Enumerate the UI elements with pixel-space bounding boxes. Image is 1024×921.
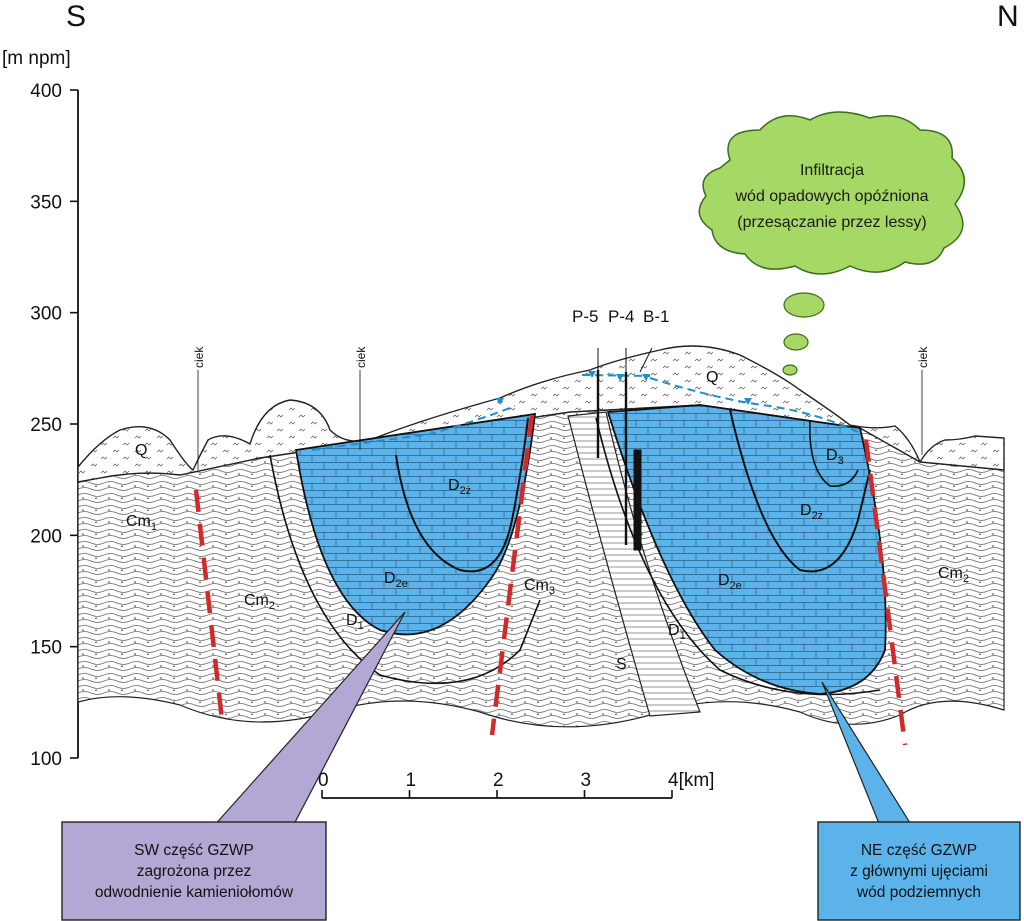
unit-label-q1: Q: [135, 442, 147, 459]
y-axis-unit: [m npm]: [2, 48, 71, 69]
unit-label-cm1: Cm1: [126, 513, 157, 533]
stream-label-3: ciek: [916, 346, 930, 368]
sw-callout-line-1: SW część GZWP: [134, 842, 254, 859]
scale-tick-label: 3: [581, 770, 592, 791]
y-tick-label: 250: [30, 415, 62, 436]
unit-label-d1-sw: D1: [346, 612, 364, 632]
wells: [596, 347, 653, 551]
infiltration-cloud: Infiltracja wód opadowych opóźniona (prz…: [698, 111, 965, 376]
sw-callout: SW część GZWP zagrożona przez odwodnieni…: [61, 611, 406, 921]
scale-tick-label: 1: [406, 770, 417, 791]
scale-tick-label: 2: [493, 770, 504, 791]
unit-label-s: S: [616, 656, 627, 673]
faults: [193, 414, 908, 746]
scale-bar: 0 1 2 3 4[km]: [318, 770, 714, 799]
water-table: [311, 374, 859, 451]
unit-labels: Q Q Cm1 Cm2 Cm3 Cm2 D1 D1 D2e D2e D2ż D2…: [126, 369, 969, 673]
y-tick-label: 150: [30, 638, 62, 659]
cloud-line-1: Infiltracja: [800, 162, 864, 179]
unit-label-d2z-ne: D2ż: [800, 502, 823, 522]
ne-callout-line-2: z głównymi ujęciami: [850, 863, 988, 880]
unit-label-d2z-sw: D2ż: [448, 477, 471, 497]
well-b1-label: B-1: [643, 307, 669, 326]
stream-label-2: ciek: [354, 346, 368, 368]
y-tick-label: 200: [30, 526, 62, 547]
y-tick-label: 100: [30, 749, 62, 770]
sw-callout-line-3: odwodnienie kamieniołomów: [95, 884, 294, 901]
direction-south: S: [66, 0, 86, 33]
direction-north: N: [997, 0, 1019, 33]
unit-label-cm2-ne: Cm2: [938, 565, 969, 585]
y-tick-label: 350: [30, 192, 62, 213]
unit-label-cm3: Cm3: [524, 577, 555, 597]
stream-label-1: ciek: [192, 346, 206, 368]
y-tick-label: 400: [30, 81, 62, 102]
well-p5-label: P-5: [572, 307, 598, 326]
scale-tick-label: 4[km]: [668, 770, 714, 791]
sw-callout-line-2: zagrożona przez: [137, 863, 252, 880]
stream-markers: [197, 370, 923, 470]
ne-callout-line-1: NE część GZWP: [861, 842, 977, 859]
ne-callout: NE część GZWP z głównymi ujęciami wód po…: [817, 681, 1021, 921]
unit-label-q2: Q: [706, 369, 718, 386]
well-p4-label: P-4: [608, 307, 634, 326]
unit-label-d3: D3: [826, 447, 844, 467]
scale-tick-label: 0: [318, 770, 329, 791]
water-level-markers: [496, 371, 752, 405]
unit-label-d1-ne: D1: [668, 622, 686, 642]
unit-label-d2e-sw: D2e: [384, 570, 408, 590]
cloud-line-2: wód opadowych opóźniona: [734, 188, 928, 205]
cross-section-body: P-5 P-4 B-1 ciek ciek ciek Q Q Cm1 Cm2 C…: [77, 307, 1005, 746]
cloud-line-3: (przesączanie przez lessy): [737, 214, 926, 231]
ne-callout-line-3: wód podziemnych: [856, 884, 981, 901]
y-axis: [m npm] 400 350 300 250 200 150 100: [2, 48, 79, 770]
unit-label-d2e-ne: D2e: [718, 572, 742, 592]
unit-label-cm2-sw: Cm2: [244, 592, 275, 612]
y-tick-label: 300: [30, 304, 62, 325]
